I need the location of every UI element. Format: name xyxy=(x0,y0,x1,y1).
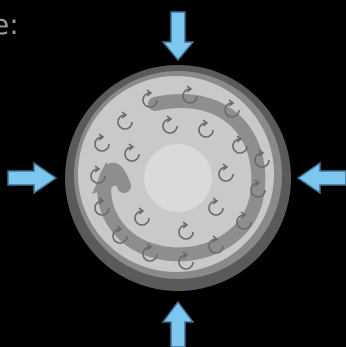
arrow-top-icon xyxy=(163,12,193,60)
arrow-right-icon xyxy=(298,163,346,193)
arrow-left-icon xyxy=(8,163,56,193)
disk-hub xyxy=(144,144,212,212)
arrow-bottom-icon xyxy=(163,302,193,347)
